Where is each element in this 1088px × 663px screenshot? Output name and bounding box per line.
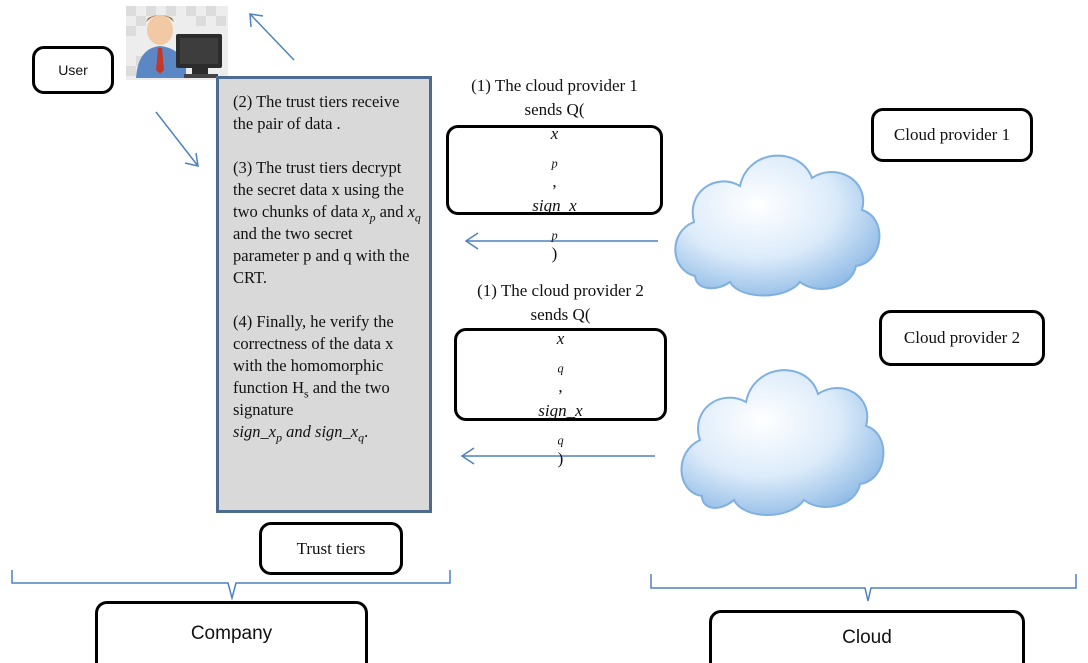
- cloud-label: Cloud: [842, 627, 892, 648]
- user-at-computer-icon: [126, 6, 228, 80]
- arrow-cloud1-to-trust: [464, 232, 658, 250]
- step3-text: (3) The trust tiers decrypt the secret d…: [233, 158, 421, 287]
- arrow-to-user: [249, 13, 295, 61]
- user-label: User: [58, 62, 88, 78]
- cloud-provider-1-label: Cloud provider 1: [893, 125, 1011, 144]
- trust-tiers-label-box: Trust tiers: [259, 522, 403, 575]
- arrow-cloud2-to-trust: [460, 447, 655, 465]
- trust-tiers-label: Trust tiers: [296, 538, 366, 558]
- trust-tiers-panel: (2) The trust tiers receive the pair of …: [216, 76, 432, 513]
- cloud-provider-2-label: Cloud provider 2: [903, 328, 1021, 347]
- braces: [11, 570, 1077, 602]
- cloud-brace: [650, 574, 1077, 602]
- arrows: [155, 13, 658, 465]
- message-1-line1: (1) The cloud provider 1: [471, 76, 638, 95]
- cloud-provider-2-box: Cloud provider 2: [879, 310, 1045, 366]
- company-label: Company: [190, 622, 273, 644]
- message-2-line1: (1) The cloud provider 2: [477, 280, 644, 300]
- user-label-box: User: [32, 46, 114, 94]
- company-label-box: Company: [95, 601, 368, 663]
- arrow-user-to-trust: [155, 111, 199, 167]
- cloud-provider-1-box: Cloud provider 1: [871, 108, 1033, 162]
- cloud-icon: [680, 369, 885, 516]
- step4-text: (4) Finally, he verify the correctness o…: [233, 312, 394, 445]
- cloud-icon: [674, 154, 881, 297]
- step2-text: (2) The trust tiers receive the pair of …: [233, 92, 400, 133]
- cloud-label-box: Cloud: [709, 610, 1025, 663]
- company-brace: [11, 570, 451, 601]
